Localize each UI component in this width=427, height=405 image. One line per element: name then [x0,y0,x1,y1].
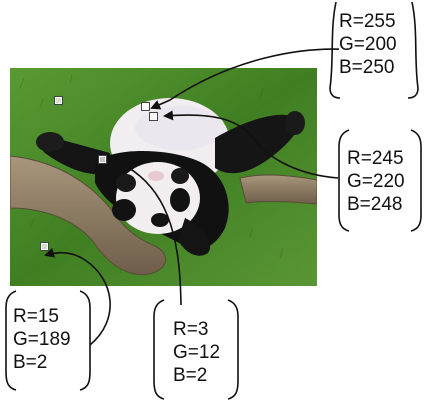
readout-b: B=248 [347,194,403,215]
sample-marker-fur-right [149,112,158,121]
readout-g: G=189 [13,329,71,350]
tree-branch-right [239,174,317,205]
readout-g: G=220 [347,171,405,192]
readout-box-right: R=245 G=220 B=248 [347,147,419,216]
panda-leg-bottom [178,218,211,256]
readout-box-top: R=255 G=200 B=250 [339,10,414,79]
sample-marker-grass-bottom [40,242,49,251]
sample-marker-fur-top [141,102,150,111]
readout-b: B=2 [173,365,208,386]
readout-r: R=255 [339,11,396,32]
sample-marker-black-fur [98,155,107,164]
readout-box-bottom-left: R=15 G=189 B=2 [13,305,77,374]
readout-g: G=12 [173,342,221,363]
readout-r: R=3 [173,319,209,340]
readout-r: R=245 [347,148,404,169]
readout-g: G=200 [339,34,397,55]
readout-box-bottom-center: R=3 G=12 B=2 [173,318,227,387]
readout-r: R=15 [13,306,59,327]
readout-b: B=2 [13,352,48,373]
sample-marker-grass-top [54,96,63,105]
readout-b: B=250 [339,57,395,78]
